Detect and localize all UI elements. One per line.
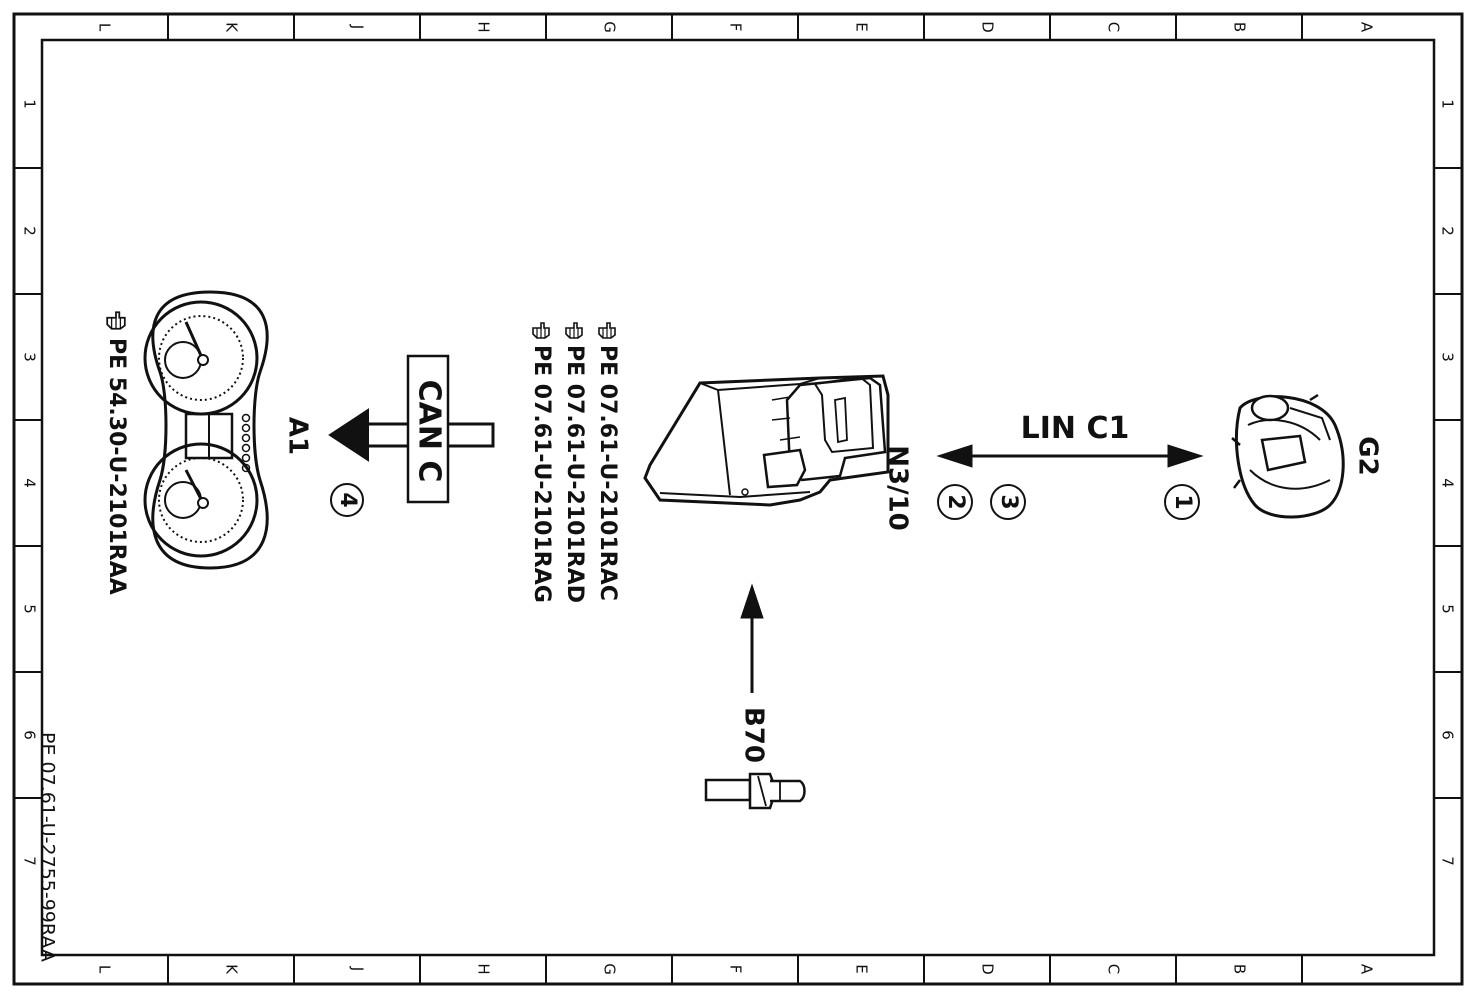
column-letter: J — [349, 966, 367, 971]
alternator — [1231, 393, 1345, 519]
ecu-connector-detail — [762, 448, 807, 489]
column-letter: C — [1105, 964, 1123, 974]
gauge-ring — [158, 457, 244, 543]
row-number: 2 — [21, 226, 39, 236]
ecu-reference: PE 07.61-U-2101RAC — [595, 345, 620, 601]
callout-2: 2 — [943, 494, 968, 509]
component-label-g2: G2 — [1353, 436, 1383, 475]
instrument-cluster — [143, 290, 269, 570]
column-letter: J — [349, 24, 367, 29]
pointing-hand-icon — [565, 322, 583, 339]
callout-2-circle — [937, 484, 973, 520]
column-letter: D — [979, 963, 997, 975]
alternator-pulley — [1250, 394, 1290, 422]
column-letter: E — [853, 964, 871, 973]
ecu-top-face — [699, 377, 821, 392]
ecu-screw — [741, 488, 749, 496]
ecu-connector-detail — [813, 375, 875, 454]
alternator-detail — [1260, 434, 1307, 472]
pointing-hand-icon — [598, 322, 616, 339]
ecu-reference: PE 07.61-U-2101RAG — [529, 345, 554, 603]
alternator-detail — [1249, 469, 1331, 490]
gauge-subdial — [164, 341, 202, 379]
row-number: 1 — [1439, 99, 1457, 109]
row-number: 7 — [21, 856, 39, 866]
column-letter: D — [979, 21, 997, 33]
callout-3: 3 — [996, 494, 1021, 509]
column-letter: K — [223, 22, 241, 33]
column-letter: E — [853, 22, 871, 31]
ecu-reference: PE 07.61-U-2101RAD — [562, 345, 587, 603]
ruler-ticks — [14, 14, 1462, 984]
document-id: PE 07.61-U-2755-99RAA — [37, 732, 59, 962]
component-label-b70: B70 — [739, 707, 769, 763]
ecu-connector-detail — [834, 396, 848, 444]
row-number: 4 — [21, 478, 39, 488]
row-number: 6 — [1439, 730, 1457, 740]
column-letter: B — [1231, 22, 1249, 32]
column-letter: A — [1358, 964, 1376, 975]
component-label-n3-10: N3/10 — [883, 445, 913, 531]
alternator-body — [1235, 395, 1345, 519]
alternator-detail — [1289, 407, 1331, 441]
pointing-hand-icon — [532, 322, 550, 339]
row-number: 6 — [21, 730, 39, 740]
row-number: 3 — [21, 352, 39, 362]
callout-1-circle — [1164, 484, 1200, 520]
can-bus-label: CAN C — [412, 380, 447, 483]
arrow-up-icon — [740, 583, 764, 693]
column-letter: L — [96, 23, 114, 32]
control-unit — [643, 374, 890, 507]
component-label-a1: A1 — [283, 417, 313, 455]
gauge-needle — [184, 321, 205, 361]
ecu-connector-detail — [771, 396, 801, 441]
callout-4-circle — [330, 483, 364, 517]
row-number: 2 — [1439, 226, 1457, 236]
indicator-lamps — [241, 413, 251, 473]
lin-bus-label: LIN C1 — [1021, 411, 1130, 446]
ruler-labels: L K J H G F E D C B A L K J H G F E D C … — [21, 21, 1457, 975]
callout-3-circle — [990, 484, 1026, 520]
column-letter: B — [1231, 964, 1249, 974]
alternator-detail — [1231, 393, 1319, 489]
cluster-housing — [151, 290, 269, 570]
can-bus-label-box — [406, 354, 450, 504]
row-number: 5 — [21, 604, 39, 614]
column-letter: F — [727, 23, 745, 32]
double-arrow-icon — [936, 444, 1204, 468]
alternator-detail — [1247, 419, 1321, 441]
callout-1: 1 — [1170, 494, 1195, 509]
row-number: 7 — [1439, 856, 1457, 866]
column-letter: G — [601, 963, 619, 975]
row-number: 3 — [1439, 352, 1457, 362]
row-number: 5 — [1439, 604, 1457, 614]
row-number: 1 — [21, 99, 39, 109]
callout-4: 4 — [335, 492, 360, 507]
column-letter: L — [96, 965, 114, 974]
gauge-hub — [197, 497, 209, 509]
gauge-needle — [184, 469, 205, 504]
gauge-icon — [143, 442, 259, 558]
outer-frame — [12, 12, 1464, 986]
column-letter: K — [223, 964, 241, 975]
sensor — [704, 772, 806, 810]
ecu-edge — [717, 389, 731, 496]
ecu-edge — [659, 491, 811, 499]
row-number: 4 — [1439, 478, 1457, 488]
gauge-hub — [197, 354, 209, 366]
column-letter: F — [727, 965, 745, 974]
gauge-ring — [158, 315, 244, 401]
column-letter: H — [475, 21, 493, 32]
inner-frame — [40, 38, 1436, 957]
column-letter: A — [1358, 22, 1376, 33]
column-letter: C — [1105, 22, 1123, 32]
column-letter: G — [601, 21, 619, 33]
pointing-hand-icon — [106, 311, 126, 330]
ecu-connector — [785, 376, 887, 482]
cluster-reference: PE 54.30-U-2101RAA — [104, 338, 129, 595]
column-letter: H — [475, 963, 493, 974]
